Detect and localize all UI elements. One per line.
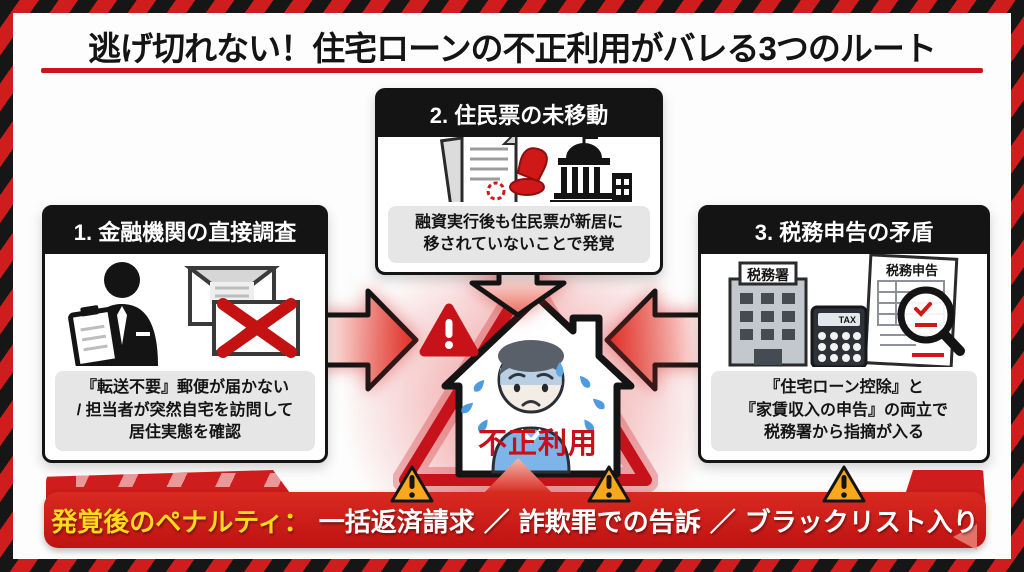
tax-office-sign: 税務署 (747, 267, 789, 283)
route-3-line: 『住宅ローン控除』と (764, 378, 924, 396)
route-card-resident-registry: 2. 住民票の未移動 (375, 88, 663, 275)
route-card-bank-investigation: 1. 金融機関の直接調査 (42, 205, 328, 463)
route-2-description: 融資実行後も住民票が新居に 移されていないことで発覚 (388, 205, 650, 263)
route-2-header: 2. 住民票の未移動 (378, 91, 660, 137)
worried-person-icon (461, 340, 605, 474)
calculator-display: TAX (839, 315, 856, 325)
government-building-icon (550, 137, 632, 202)
magnifier-icon (897, 286, 965, 357)
title-underline (41, 68, 983, 73)
penalty-separator: ／ (483, 506, 510, 537)
clipboard-icon (68, 305, 120, 367)
route-1-line: 『転送不要』郵便が届かない (80, 378, 289, 396)
route-2-line: 融資実行後も住民票が新居に (414, 213, 623, 231)
resident-record-illustration (439, 137, 632, 202)
route-1-description: 『転送不要』郵便が届かない / 担当者が突然自宅を訪問して 居住実態を確認 (55, 370, 315, 451)
penalty-separator: ／ (709, 506, 736, 537)
route-1-line: / 担当者が突然自宅を訪問して (76, 401, 294, 419)
route-3-line: 『家賃収入の申告』の両立で (739, 401, 948, 419)
route-3-header: 3. 税務申告の矛盾 (701, 208, 987, 254)
red-x-icon (217, 298, 297, 359)
route-3-description: 『住宅ローン控除』と 『家賃収入の申告』の両立で 税務署から指摘が入る (711, 370, 977, 451)
route-1-icon-area (45, 254, 325, 367)
route-3-line: 税務署から指摘が入る (763, 424, 924, 442)
route-1-header: 1. 金融機関の直接調査 (45, 208, 325, 254)
route-2-icon-area (378, 137, 660, 202)
route-1-line: 居住実態を確認 (128, 424, 241, 442)
penalty-text: 発覚後のペナルティ： 一括返済請求 ／ 詐欺罪での告訴 ／ ブラックリスト入り (44, 492, 986, 548)
banner-stripes (76, 473, 281, 487)
penalty-item: 一括返済請求 (318, 506, 475, 537)
returned-mail-icon (184, 266, 300, 359)
fraud-label: 不正利用 (477, 428, 598, 460)
page-title: 逃げ切れない！住宅ローンの不正利用がバレる3つのルート (88, 30, 937, 67)
route-2-line: 移されていないことで発覚 (423, 236, 615, 254)
tax-office-illustration: 税務署 税務申告 (728, 254, 965, 367)
penalty-item: 詐欺罪での告訴 (518, 506, 701, 537)
tax-office-building-icon: 税務署 (728, 261, 808, 367)
resident-record-icon (439, 137, 518, 202)
tear-drops-icon (461, 375, 605, 432)
red-stamp-icon (509, 147, 548, 197)
calculator-icon: TAX (810, 305, 868, 367)
penalty-item: ブラックリスト入り (744, 506, 979, 537)
penalty-prefix: 発覚後のペナルティ： (51, 506, 310, 537)
bank-agent-and-mail-illustration (68, 262, 300, 367)
tax-return-title: 税務申告 (886, 263, 938, 278)
yellow-warning-triangle-icon (822, 465, 866, 503)
yellow-warning-triangle-icon (390, 465, 434, 503)
yellow-warning-triangle-icon (587, 465, 631, 503)
bank-agent-icon (68, 262, 158, 367)
penalty-banner: 発覚後のペナルティ： 一括返済請求 ／ 詐欺罪での告訴 ／ ブラックリスト入り (44, 458, 986, 550)
route-3-icon-area: 税務署 税務申告 (701, 254, 987, 367)
content-canvas: 逃げ切れない！住宅ローンの不正利用がバレる3つのルート 1. 金融機関の直接調査 (13, 13, 1011, 559)
route-card-tax-filing: 3. 税務申告の矛盾 税務署 (698, 205, 990, 463)
red-warning-triangle-icon (419, 303, 479, 357)
